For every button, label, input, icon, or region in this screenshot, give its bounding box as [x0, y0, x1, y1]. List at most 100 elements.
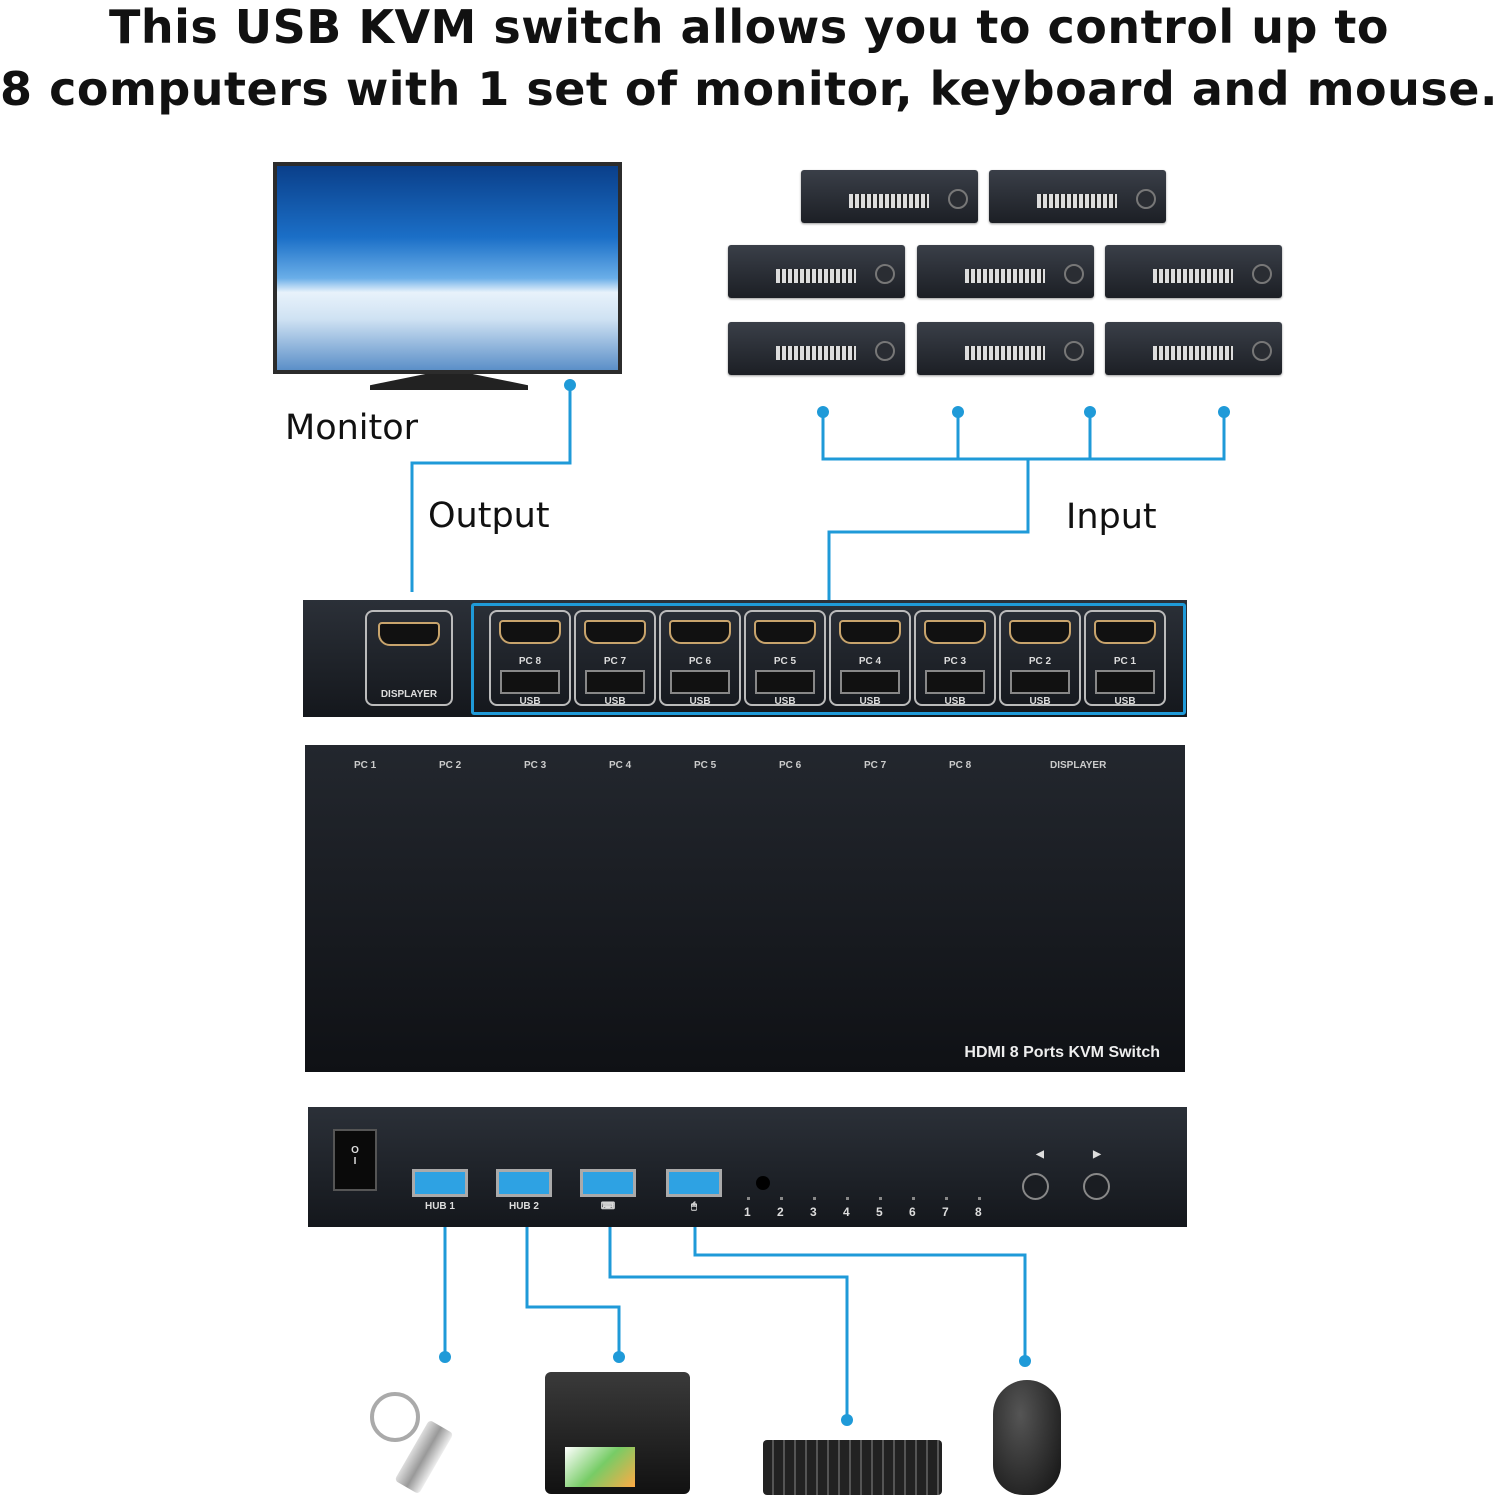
port-label: PC 3 — [943, 656, 967, 667]
top-port-label: PC 7 — [864, 760, 887, 771]
led-indicator — [879, 1197, 882, 1200]
led-indicator — [978, 1197, 981, 1200]
usb-label: USB — [859, 696, 881, 707]
computer-image — [728, 245, 905, 298]
computer-image — [917, 322, 1094, 375]
top-port-label: PC 2 — [439, 760, 462, 771]
power-switch[interactable]: O I — [333, 1129, 377, 1191]
front-port-label: HUB 2 — [508, 1201, 539, 1212]
computer-image — [1105, 322, 1282, 375]
led-number: 7 — [942, 1205, 949, 1219]
input-bus-line — [821, 413, 1226, 600]
keyboard-dot — [841, 1414, 853, 1426]
vent-grill — [965, 346, 1045, 360]
mouse-line — [693, 1215, 1027, 1361]
input-dot — [1218, 406, 1230, 418]
led-number: 2 — [777, 1205, 784, 1219]
printer-dot — [613, 1351, 625, 1363]
led-indicator — [747, 1197, 750, 1200]
power-knob — [875, 264, 895, 284]
input-port-group[interactable]: PC 2 USB — [999, 610, 1081, 707]
led-indicator — [846, 1197, 849, 1200]
usb-label: USB — [944, 696, 966, 707]
led-number: 3 — [810, 1205, 817, 1219]
power-knob — [1252, 264, 1272, 284]
keyboard-line — [608, 1215, 849, 1420]
hdmi-port-icon — [499, 620, 561, 644]
power-knob — [875, 341, 895, 361]
hdmi-port-icon — [839, 620, 901, 644]
input-ports-highlight — [471, 603, 1186, 715]
power-knob — [1136, 189, 1156, 209]
usb-port-icon — [670, 670, 730, 694]
monitor-label: Monitor — [285, 408, 419, 448]
led-indicator — [813, 1197, 816, 1200]
port-label: PC 5 — [773, 656, 797, 667]
power-off-mark: O — [351, 1145, 359, 1156]
prev-arrow-label: ◀ — [1036, 1149, 1044, 1160]
usb-label: USB — [1114, 696, 1136, 707]
led-number: 4 — [843, 1205, 850, 1219]
led-number: 1 — [744, 1205, 751, 1219]
vent-grill — [849, 194, 929, 208]
hub2-line — [525, 1215, 621, 1357]
usb-port-icon — [500, 670, 560, 694]
top-port-label: PC 4 — [609, 760, 632, 771]
input-port-group[interactable]: PC 3 USB — [914, 610, 996, 707]
vent-grill — [776, 346, 856, 360]
usb3-port[interactable] — [412, 1169, 468, 1197]
next-arrow-label: ▶ — [1093, 1149, 1101, 1160]
input-dot — [1084, 406, 1096, 418]
input-port-group[interactable]: PC 8 USB — [489, 610, 571, 707]
usb-port-icon — [755, 670, 815, 694]
computer-image — [917, 245, 1094, 298]
usb-port-icon — [840, 670, 900, 694]
led-number: 6 — [909, 1205, 916, 1219]
hdmi-port-icon — [669, 620, 731, 644]
top-port-label: PC 8 — [949, 760, 972, 771]
input-port-group[interactable]: PC 4 USB — [829, 610, 911, 707]
top-port-label: DISPLAYER — [1050, 760, 1107, 771]
usb-label: USB — [519, 696, 541, 707]
led-indicator — [945, 1197, 948, 1200]
led-indicator — [912, 1197, 915, 1200]
input-dot — [952, 406, 964, 418]
keyboard-image — [763, 1440, 942, 1495]
input-dot — [817, 406, 829, 418]
usb3-port[interactable] — [666, 1169, 722, 1197]
top-port-label: PC 6 — [779, 760, 802, 771]
next-port-button[interactable] — [1083, 1173, 1110, 1200]
monitor-image — [273, 162, 622, 374]
led-number: 5 — [876, 1205, 883, 1219]
printer-image — [545, 1372, 690, 1494]
port-label: PC 8 — [518, 656, 542, 667]
hdmi-port-icon — [584, 620, 646, 644]
port-label: PC 2 — [1028, 656, 1052, 667]
hdmi-port-icon — [378, 622, 440, 646]
usb-label: USB — [1029, 696, 1051, 707]
led-indicator — [780, 1197, 783, 1200]
usb-port-icon — [585, 670, 645, 694]
mouse-dot — [1019, 1355, 1031, 1367]
power-knob — [1252, 341, 1272, 361]
usb3-port[interactable] — [496, 1169, 552, 1197]
prev-port-button[interactable] — [1022, 1173, 1049, 1200]
front-port-label: 🖱 — [691, 1201, 697, 1212]
usb-label: USB — [604, 696, 626, 707]
port-label: PC 4 — [858, 656, 882, 667]
power-knob — [1064, 264, 1084, 284]
usb3-port[interactable] — [580, 1169, 636, 1197]
monitor-dot — [564, 379, 576, 391]
port-label: PC 6 — [688, 656, 712, 667]
usb-flash-drive-image — [370, 1382, 480, 1495]
output-line — [410, 385, 572, 592]
vent-grill — [1153, 346, 1233, 360]
front-port-label: ⌨ — [600, 1201, 616, 1212]
